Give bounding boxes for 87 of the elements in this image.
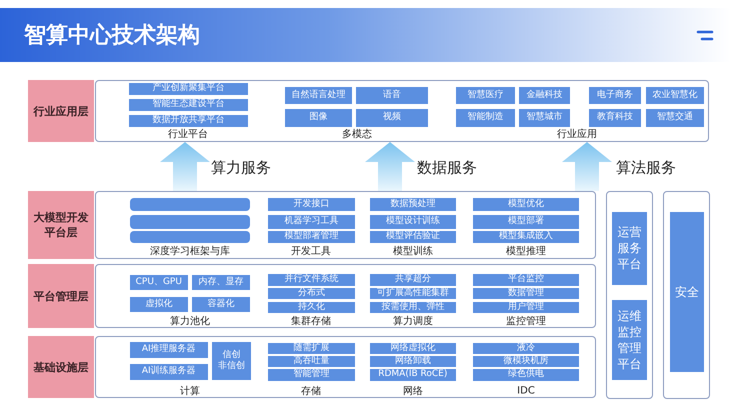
group-caption: 行业应用	[557, 128, 597, 141]
item-box: 用户管理	[472, 302, 579, 313]
group-caption: 网络	[403, 385, 423, 398]
column-panel	[663, 191, 710, 399]
item-box: 网络卸载	[370, 356, 456, 367]
item-box: 金融科技	[518, 86, 570, 104]
item-box: 平台监控	[472, 274, 579, 286]
item-box: 模型优化	[472, 198, 579, 211]
edge-label: 算法服务	[616, 158, 676, 178]
edge-label: 算力服务	[211, 158, 271, 178]
item-box: AI训练服务器	[130, 364, 208, 380]
item-box: 持久化	[268, 302, 355, 313]
item-box: 高吞吐量	[268, 356, 355, 367]
group-caption: 行业平台	[168, 128, 208, 141]
item-box: 模型部署管理	[268, 230, 355, 243]
item-box: AI推理服务器	[130, 342, 208, 358]
item-box: 液冷	[472, 342, 579, 354]
item-box: 机器学习工具	[268, 214, 355, 229]
item-box: 模型部署	[472, 214, 579, 229]
item-box: 教育科技	[588, 108, 641, 127]
layer-label: 大模型开发平台层	[28, 191, 94, 259]
item-box: 容器化	[192, 296, 250, 312]
item-box: 智能生态建设平台	[128, 98, 248, 111]
item-box: 内存、显存	[192, 274, 250, 290]
item-box: 智能制造	[456, 108, 515, 127]
item-box: 视频	[356, 108, 428, 127]
blank-box	[130, 230, 250, 243]
item-box: 语音	[356, 86, 428, 104]
item-box: 农业智慧化	[646, 86, 704, 104]
group-caption: 模型训练	[393, 244, 433, 258]
platform-box: 运营服务平台	[612, 212, 647, 285]
blank-box	[130, 214, 250, 229]
item-box: 随需扩展	[268, 342, 355, 354]
item-box: 开发接口	[268, 198, 355, 211]
item-box: 模型评估验证	[370, 230, 456, 243]
layer-label: 行业应用层	[28, 80, 94, 142]
group-caption: 算力调度	[393, 314, 433, 328]
item-box: 数据管理	[472, 288, 579, 299]
item-box: 电子商务	[588, 86, 641, 104]
item-box: 网络虚拟化	[370, 342, 456, 354]
layer-label: 平台管理层	[28, 264, 94, 328]
item-box: 数据预处理	[370, 198, 456, 211]
group-caption: 开发工具	[291, 245, 331, 258]
platform-box: 运维监控管理平台	[612, 300, 647, 380]
item-box: 虚拟化	[130, 296, 188, 312]
group-caption: 集群存储	[291, 314, 331, 328]
title: 智算中心技术架构	[24, 22, 200, 50]
group-caption: 计算	[180, 384, 200, 398]
item-box: 可扩展高性能集群	[370, 288, 456, 299]
item-box: 图像	[284, 108, 352, 127]
item-box: 自然语言处理	[284, 86, 352, 104]
item-box: 分布式	[268, 288, 355, 299]
item-box: 智能管理	[268, 368, 355, 381]
layer-panel	[95, 264, 596, 328]
item-box: 产业创新聚集平台	[128, 82, 248, 95]
layer-panel	[95, 336, 596, 398]
item-box: 共享超分	[370, 274, 456, 286]
layer-panel	[95, 80, 709, 142]
group-caption: 多模态	[342, 128, 372, 141]
block-arrow	[365, 142, 415, 191]
block-arrow	[160, 142, 210, 191]
item-box: 智慧城市	[518, 108, 570, 127]
item-box: 绿色供电	[472, 368, 579, 381]
item-box: 并行文件系统	[268, 274, 355, 286]
item-box: 模型集成嵌入	[472, 230, 579, 243]
item-box: CPU、GPU	[130, 274, 188, 290]
group-caption: IDC	[517, 386, 535, 396]
layer-panel	[95, 191, 596, 259]
group-caption: 模型推理	[506, 244, 546, 258]
item-box: 智慧医疗	[456, 86, 515, 104]
group-caption: 深度学习框架与库	[150, 244, 230, 258]
item-box: 数据开放共享平台	[128, 114, 248, 127]
column-panel	[606, 191, 653, 399]
item-box: 按需使用、弹性	[370, 302, 456, 313]
item-box: 智慧交通	[646, 108, 704, 127]
item-box: 模型设计训练	[370, 214, 456, 229]
platform-box: 安全	[670, 212, 704, 372]
group-caption: 存储	[301, 384, 321, 398]
edge-label: 数据服务	[417, 158, 477, 178]
group-caption: 算力池化	[170, 314, 210, 328]
layer-label: 基础设施层	[28, 336, 94, 398]
item-box: 信创 非信创	[212, 342, 251, 380]
item-box: RDMA(IB RoCE)	[370, 368, 456, 381]
block-arrow	[562, 142, 612, 191]
item-box: 微模块机房	[472, 356, 579, 367]
group-caption: 监控管理	[506, 315, 546, 328]
blank-box	[130, 198, 250, 211]
